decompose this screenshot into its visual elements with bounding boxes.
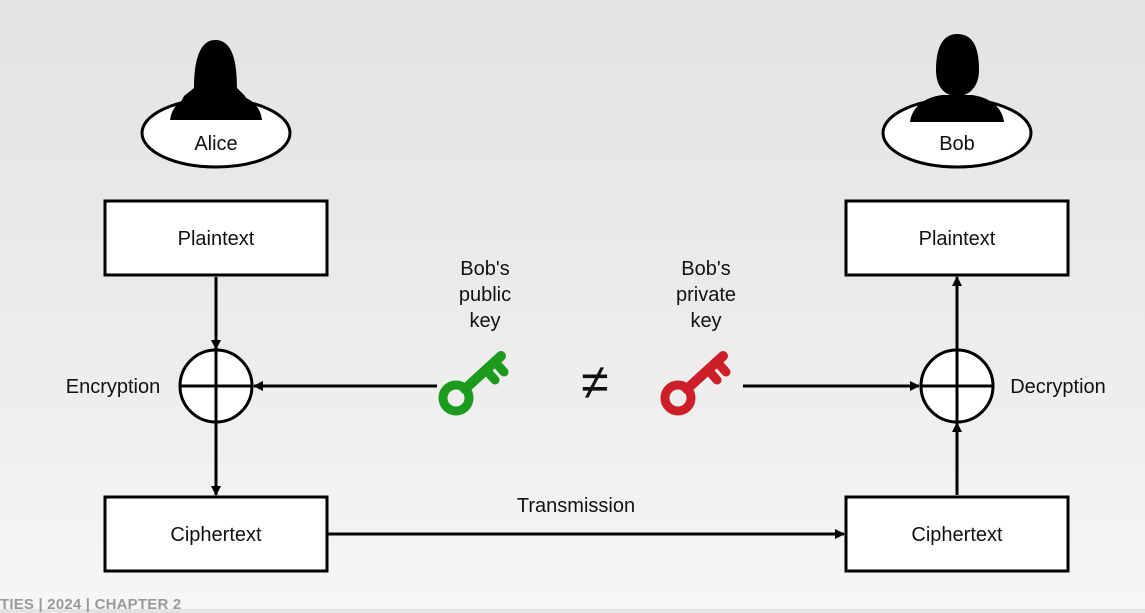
bob-avatar-icon <box>881 34 1033 169</box>
receiver-ciphertext-label: Ciphertext <box>911 524 1003 546</box>
footer-text: TIES | 2024 | CHAPTER 2 <box>0 596 182 613</box>
private-key-label-line-1: Bob's <box>681 258 731 280</box>
private-key-label-line-2: private <box>675 284 737 306</box>
public-key-icon <box>438 351 509 416</box>
receiver-ciphertext-box <box>844 495 1070 573</box>
encryption-xor-symbol <box>178 348 254 424</box>
transmission-label: Transmission <box>516 495 636 517</box>
decryption-label: Decryption <box>1010 376 1106 398</box>
receiver-plaintext-box <box>844 199 1070 277</box>
encryption-label: Encryption <box>65 376 161 398</box>
private-key-label-line-3: key <box>690 310 722 332</box>
bob-label: Bob <box>939 133 975 155</box>
sender-ciphertext-box <box>103 495 329 573</box>
sender-ciphertext-label: Ciphertext <box>170 524 262 546</box>
private-key-icon <box>660 351 731 416</box>
not-equal-symbol: ≠ <box>581 354 609 410</box>
public-key-label-line-1: Bob's <box>460 258 510 280</box>
alice-label: Alice <box>194 133 238 155</box>
alice-avatar-icon <box>140 40 292 169</box>
sender-plaintext-box <box>103 199 329 277</box>
decryption-xor-symbol <box>919 348 995 424</box>
public-key-label-line-2: public <box>458 284 512 306</box>
public-key-label-line-3: key <box>469 310 501 332</box>
sender-plaintext-label: Plaintext <box>177 228 255 250</box>
receiver-plaintext-label: Plaintext <box>918 228 996 250</box>
private-key-label: Bob's private key <box>656 256 756 334</box>
public-key-label: Bob's public key <box>435 256 535 334</box>
